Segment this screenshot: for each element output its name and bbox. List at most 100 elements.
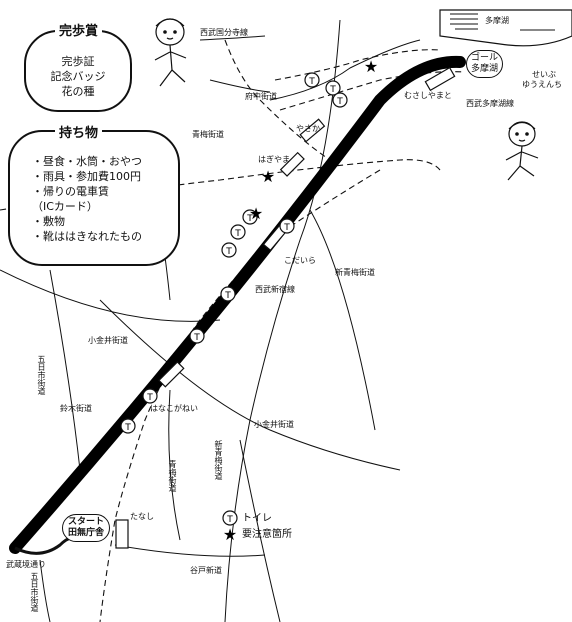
road-left-vertical bbox=[49, 269, 81, 471]
prize-title: 完歩賞 bbox=[55, 20, 103, 39]
walking-mascot-icon bbox=[505, 121, 539, 181]
toilet-icon: T bbox=[279, 218, 295, 234]
label-seibu-yuenchi-2: ゆうえんち bbox=[522, 80, 562, 89]
caution-markers: ★ ★ ★ bbox=[249, 57, 378, 223]
svg-text:T: T bbox=[124, 423, 131, 433]
prize-list: 完歩証 記念バッジ 花の種 bbox=[26, 54, 130, 99]
road-yatoshindo bbox=[114, 544, 266, 557]
label-koganei-kaido-2: 小金井街道 bbox=[254, 420, 294, 429]
road-tanashi bbox=[168, 389, 181, 541]
goal-place: 多摩湖 bbox=[471, 64, 499, 74]
label-itsukaichi-kaido: 五日市街道 bbox=[37, 355, 46, 395]
belongings-box: ・昼食・水筒・おやつ ・雨具・参加費100円 ・帰りの電車賃 （ICカード） ・… bbox=[8, 130, 180, 266]
station-hagiyama bbox=[279, 151, 305, 177]
rail-fuchu-upper bbox=[274, 49, 441, 81]
star-icon: ★ bbox=[261, 167, 275, 186]
label-seibu-shinjuku: 西武新宿線 bbox=[255, 285, 295, 294]
road-yasaka bbox=[269, 39, 421, 101]
belongings-item: ・敷物 bbox=[32, 215, 65, 228]
svg-text:T: T bbox=[225, 247, 232, 257]
belongings-item: ・帰りの電車賃 bbox=[32, 185, 109, 198]
goal-label: ゴール bbox=[471, 53, 499, 63]
label-ome-kaido-top: 青梅街道 bbox=[192, 130, 224, 139]
road-kodaira-right bbox=[309, 209, 376, 431]
station-yasaka bbox=[299, 118, 326, 143]
legend-caution-label: 要注意箇所 bbox=[242, 529, 292, 540]
toilet-icon: T bbox=[120, 418, 136, 434]
goal-marker: ゴール 多摩湖 bbox=[466, 50, 504, 78]
label-shin-ome-kaido: 新青梅街道 bbox=[335, 268, 375, 277]
toilet-icon: T bbox=[230, 224, 246, 240]
toilet-icon: T bbox=[222, 510, 238, 526]
label-kodaira: こだいら bbox=[284, 256, 316, 265]
start-marker: スタート 田無庁舎 bbox=[62, 514, 111, 542]
road-shin-ome bbox=[239, 439, 281, 622]
legend-toilet-label: トイレ bbox=[242, 513, 272, 524]
label-koganei-kaido: 小金井街道 bbox=[88, 336, 128, 345]
walking-route bbox=[9, 55, 466, 554]
road-koganei bbox=[99, 299, 401, 471]
svg-text:T: T bbox=[224, 291, 231, 301]
belongings-item: （ICカード） bbox=[32, 200, 98, 213]
label-hagiyama: はぎやま bbox=[258, 155, 290, 164]
seibu-kokubunji-line bbox=[199, 35, 266, 41]
walking-mascot-icon bbox=[154, 18, 187, 87]
label-itsukaichi-kaido-2: 五日市街道 bbox=[30, 572, 39, 612]
belongings-list: ・昼食・水筒・おやつ ・雨具・参加費100円 ・帰りの電車賃 （ICカード） ・… bbox=[32, 154, 142, 244]
rail-tamako-line bbox=[279, 71, 466, 111]
label-yatoshindo: 谷戸新道 bbox=[190, 566, 222, 575]
label-yasaka: やさか bbox=[296, 124, 320, 133]
svg-text:T: T bbox=[308, 77, 315, 87]
label-musashi-sakai: 武蔵境通り bbox=[6, 560, 46, 569]
station-tanashi bbox=[115, 519, 129, 549]
belongings-item: ・昼食・水筒・おやつ bbox=[32, 155, 142, 168]
station-musashiyamato bbox=[424, 66, 456, 92]
svg-text:T: T bbox=[234, 229, 241, 239]
rail-seibu-kokubunji bbox=[224, 39, 331, 161]
prize-item: 記念バッジ bbox=[50, 70, 106, 83]
belongings-item: ・靴ははきなれたもの bbox=[32, 230, 142, 243]
label-seibu-kokubunji: 西武国分寺線 bbox=[200, 28, 248, 37]
start-place: 田無庁舎 bbox=[68, 528, 105, 538]
label-hanakoganei: はなこがねい bbox=[150, 404, 198, 413]
toilet-icon: T bbox=[304, 72, 320, 88]
label-shin-ome-vertical: 新青梅街道 bbox=[214, 440, 223, 480]
svg-text:T: T bbox=[146, 393, 153, 403]
svg-text:T: T bbox=[283, 223, 290, 233]
svg-text:T: T bbox=[336, 97, 343, 107]
label-suzuki-kaido: 鈴木街道 bbox=[60, 404, 92, 413]
star-icon: ★ bbox=[223, 525, 237, 544]
prize-item: 花の種 bbox=[61, 85, 95, 98]
road-fuchu-kaido bbox=[209, 79, 271, 93]
toilet-markers: T T T T T T T T T T T bbox=[120, 72, 348, 434]
svg-text:T: T bbox=[193, 333, 200, 343]
start-label: スタート bbox=[68, 517, 105, 527]
prize-box: 完歩証 記念バッジ 花の種 bbox=[24, 30, 132, 112]
toilet-icon: T bbox=[220, 286, 236, 302]
star-icon: ★ bbox=[364, 57, 378, 76]
toilet-icon: T bbox=[242, 209, 258, 225]
belongings-title: 持ち物 bbox=[55, 122, 103, 141]
label-seibu-tamakoko: 西武多摩湖線 bbox=[466, 99, 514, 108]
label-ome-kaido-vertical: 青梅街道 bbox=[168, 460, 177, 492]
svg-text:T: T bbox=[246, 214, 253, 224]
svg-text:T: T bbox=[226, 515, 233, 525]
prize-item: 完歩証 bbox=[61, 55, 95, 68]
toilet-icon: T bbox=[142, 388, 158, 404]
label-tanashi: たなし bbox=[130, 512, 154, 521]
toilet-icon: T bbox=[332, 92, 348, 108]
star-icon: ★ bbox=[249, 204, 263, 223]
road-musashi-sakai bbox=[39, 559, 51, 622]
label-tamako: 多摩湖 bbox=[485, 16, 509, 25]
toilet-icon: T bbox=[189, 328, 205, 344]
belongings-item: ・雨具・参加費100円 bbox=[32, 170, 141, 183]
label-seibu-yuenchi-1: せいぶ bbox=[532, 70, 556, 79]
label-fuchu-kaido: 府中街道 bbox=[245, 92, 277, 101]
svg-text:T: T bbox=[329, 85, 336, 95]
road-suzuki bbox=[0, 269, 221, 322]
toilet-icon: T bbox=[325, 80, 341, 96]
toilet-icon: T bbox=[221, 242, 237, 258]
label-musashi-yamato: むさしやまと bbox=[404, 91, 452, 100]
stations bbox=[115, 66, 456, 549]
